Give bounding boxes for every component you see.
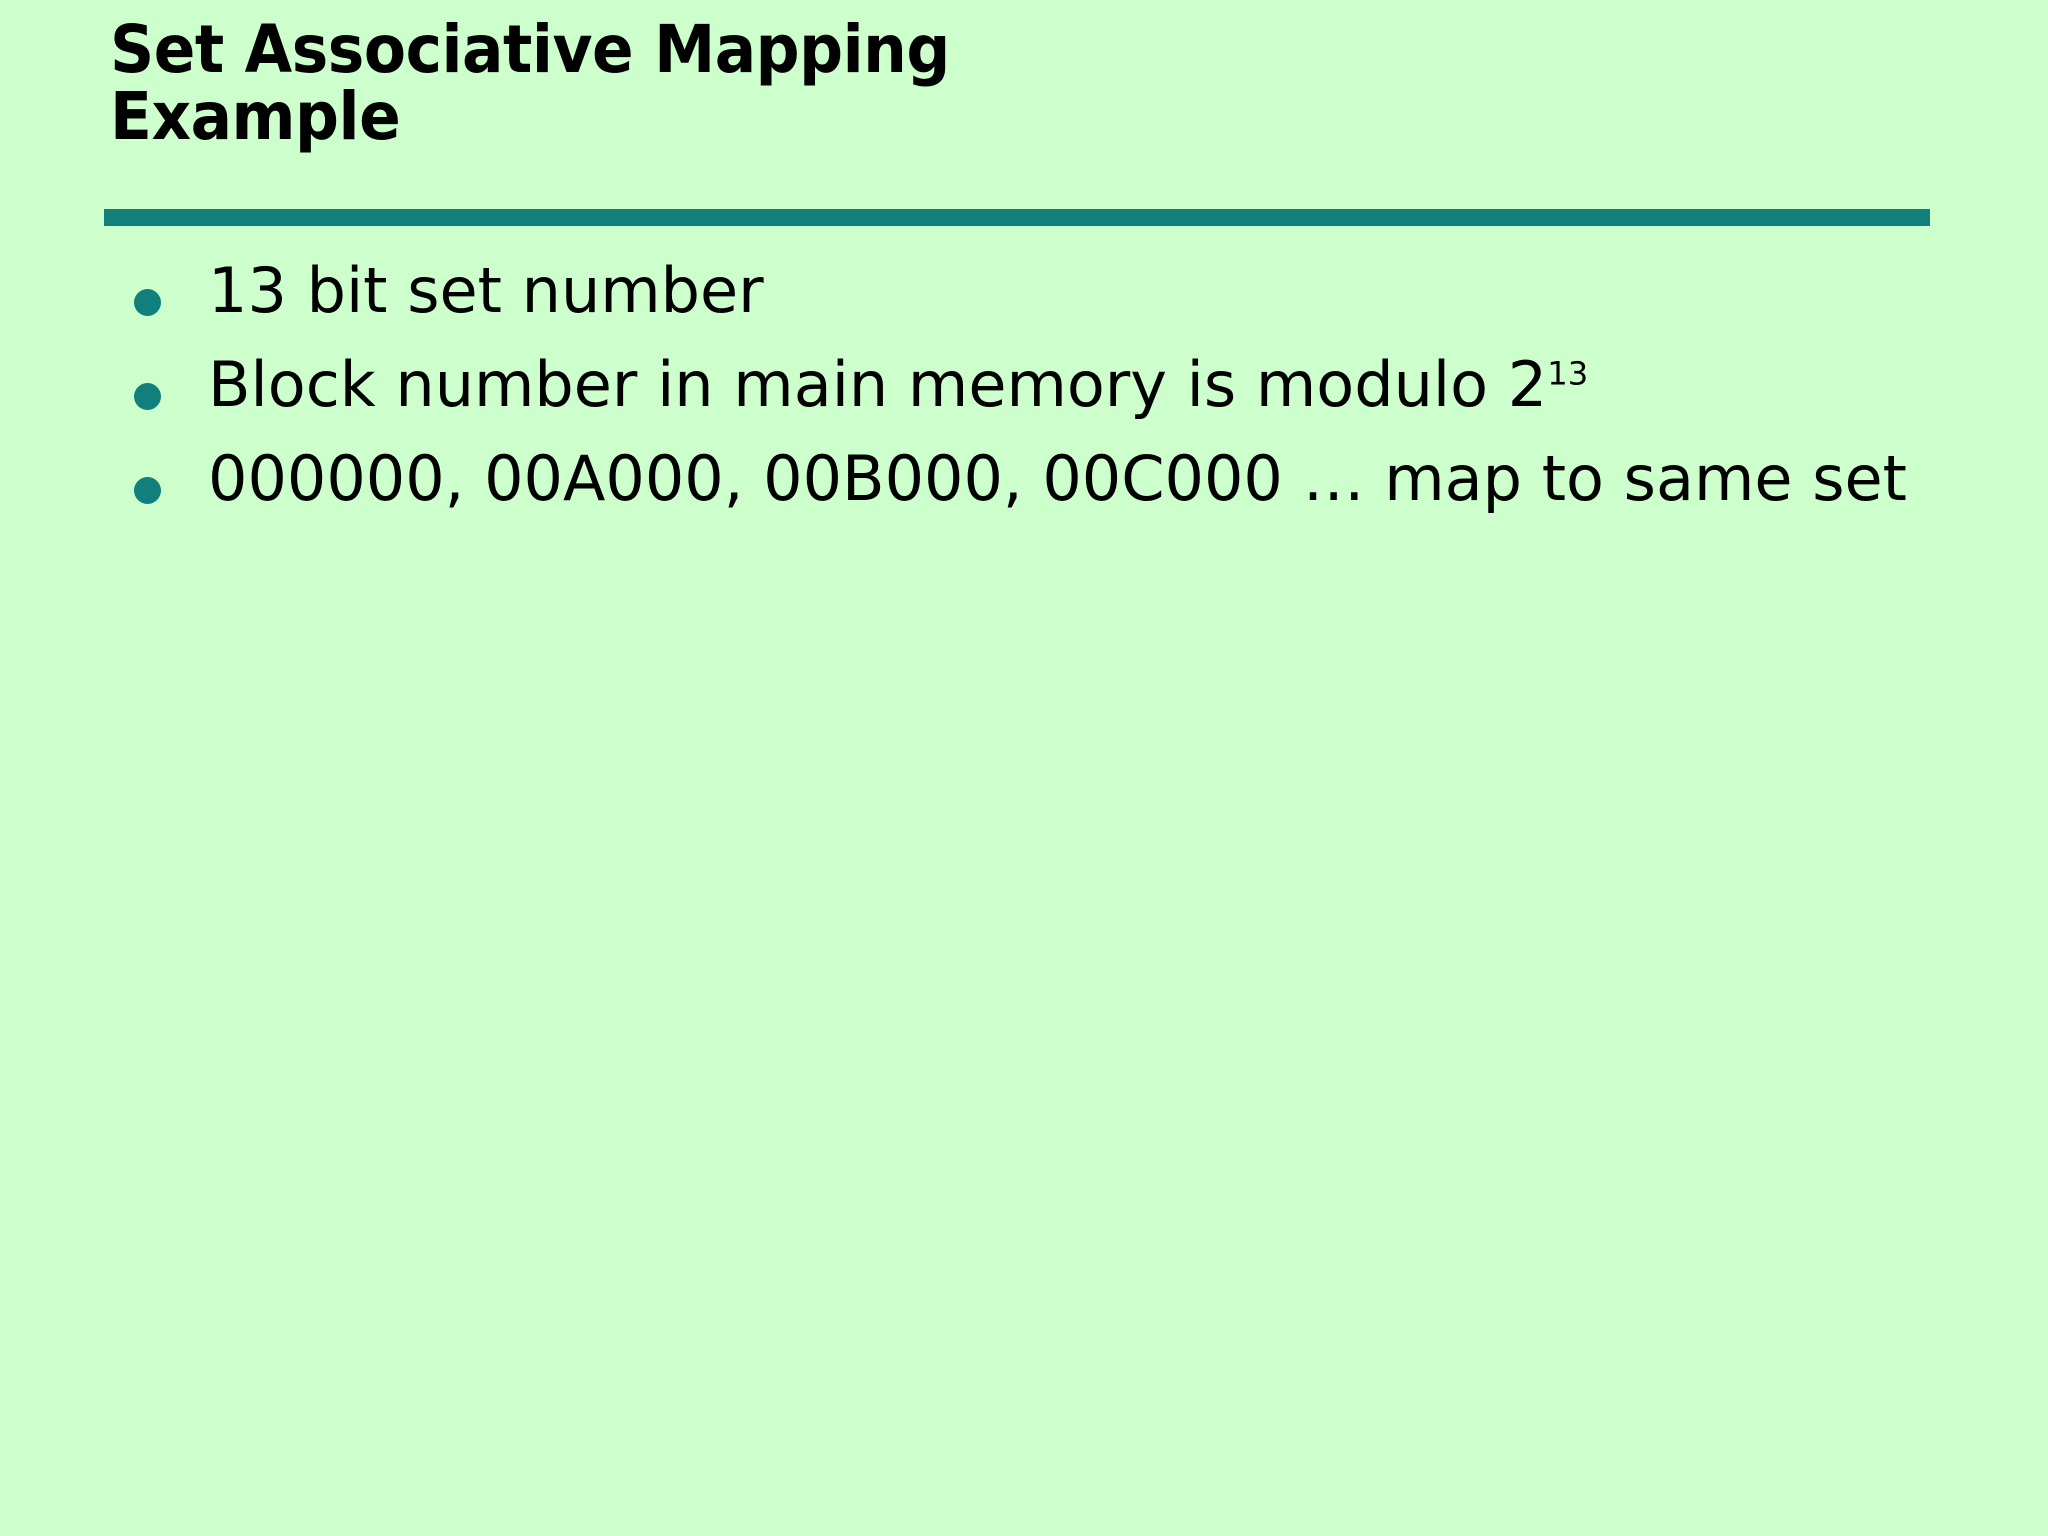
list-item: 000000, 00A000, 00B000, 00C000 … map to … [104, 441, 1984, 515]
page-title-line-2: Example [110, 78, 401, 156]
bullet-dot-icon [134, 476, 161, 504]
list-item-label-superscript: 13 [1547, 354, 1589, 393]
list-item: 13 bit set number [104, 255, 1984, 327]
list-item-label: 13 bit set number [208, 254, 764, 327]
list-item: Block number in main memory is modulo 21… [104, 347, 1984, 421]
bullet-dot-icon [134, 289, 161, 316]
list-item-label-main: Block number in main memory is modulo 2 [208, 347, 1548, 421]
page-title: Set Associative Mapping Example [110, 16, 1950, 151]
page-title-line-1: Set Associative Mapping [110, 11, 950, 88]
bullet-dot-icon [134, 382, 161, 410]
title-divider-rule [104, 209, 1930, 226]
list-item-label: 000000, 00A000, 00B000, 00C000 … map to … [208, 441, 1907, 515]
bullet-list: 13 bit set number Block number in main m… [104, 255, 1984, 537]
list-item-label: Block number in main memory is modulo 21… [208, 347, 1984, 421]
